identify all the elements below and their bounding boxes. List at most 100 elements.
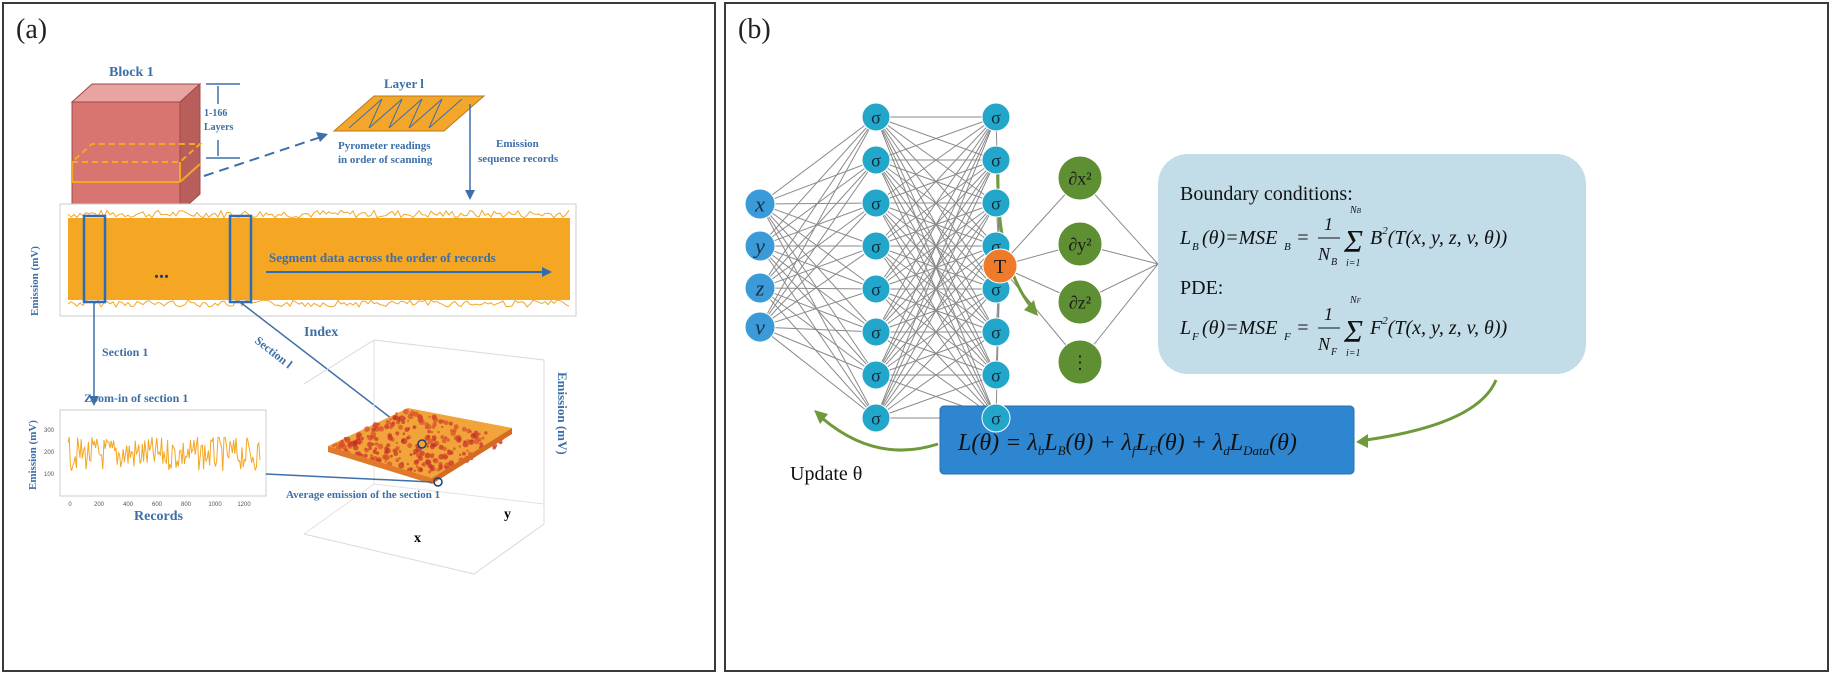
avg-label: Average emission of the section 1 [286, 489, 440, 501]
input-node-y: y [744, 230, 776, 262]
hidden1-node: σ [861, 317, 891, 347]
svg-text:Σ: Σ [1343, 313, 1363, 349]
svg-text:σ: σ [991, 107, 1001, 127]
surface-xlabel: x [414, 531, 421, 546]
total-loss-equation: L(θ) = λbLB(θ) + λfLF(θ) + λdLData(θ) [957, 430, 1297, 458]
emission-line2: sequence records [478, 153, 559, 165]
svg-text:v: v [755, 315, 765, 340]
pyro-line1: Pyrometer readings [338, 140, 431, 152]
hidden1-node: σ [861, 188, 891, 218]
svg-text:σ: σ [871, 279, 881, 299]
svg-text:(θ)=MSE: (θ)=MSE [1202, 317, 1278, 339]
zoom-signal [67, 436, 261, 472]
svg-text:F: F [1330, 347, 1338, 358]
svg-text:N: N [1317, 244, 1331, 264]
zoom-ytick: 300 [44, 428, 55, 434]
hidden1-node: σ [861, 403, 891, 433]
surface-zlabel: Emission (mV) [555, 372, 570, 455]
zoom-title: Zoom-in of section 1 [84, 391, 188, 405]
svg-text:B: B [1192, 241, 1199, 253]
svg-text:σ: σ [871, 236, 881, 256]
block-cube [69, 82, 203, 214]
svg-text:=: = [1296, 317, 1310, 339]
surface-ylabel: y [504, 507, 511, 522]
svg-text:σ: σ [871, 322, 881, 342]
svg-text:z: z [755, 276, 765, 301]
update-label: Update θ [790, 463, 862, 485]
layer-title: Layer l [384, 76, 424, 91]
hidden2-node: σ [981, 360, 1011, 390]
svg-text:σ: σ [991, 193, 1001, 213]
input-node-v: v [744, 311, 776, 343]
svg-text:σ: σ [871, 408, 881, 428]
zoom-xtick: 0 [68, 502, 72, 508]
neural-network-diagram: Boundary conditions: L B (θ)=MSE B = 1 N… [744, 102, 1586, 485]
panel-a-label: (a) [16, 14, 48, 45]
boundary-equation: L B (θ)=MSE B = 1 N B NB Σ i=1 B2(T(x, y… [1179, 205, 1507, 269]
zoom-xtick: 400 [123, 502, 134, 508]
svg-text:∂y²: ∂y² [1068, 234, 1091, 254]
main-ylabel: Emission (mV) [29, 246, 41, 316]
svg-text:B: B [1284, 241, 1291, 253]
emission-signal [68, 218, 570, 300]
zoom-ytick: 200 [44, 450, 55, 456]
svg-text:B: B [1331, 257, 1337, 268]
svg-text:L: L [1179, 317, 1191, 339]
hidden2-node: σ [981, 317, 1011, 347]
svg-text:σ: σ [991, 279, 1001, 299]
main-xlabel: Index [304, 325, 338, 340]
zoom-xtick: 800 [181, 502, 192, 508]
svg-text:σ: σ [871, 193, 881, 213]
hidden1-node: σ [861, 360, 891, 390]
derivative-node: ∂y² [1057, 221, 1103, 267]
block-title: Block 1 [109, 65, 154, 80]
svg-text:y: y [753, 234, 765, 259]
zoom-ylabel: Emission (mV) [27, 420, 39, 490]
zoom-xtick: 600 [152, 502, 163, 508]
zoom-xtick: 1000 [208, 502, 222, 508]
layers-range: 1-166 [204, 108, 227, 119]
panel-b-label: (b) [738, 14, 771, 45]
surface-plot [303, 339, 545, 575]
hidden1-node: σ [861, 102, 891, 132]
total-loss-box [939, 405, 1355, 475]
zoom-xtick: 200 [94, 502, 105, 508]
svg-text:i=1: i=1 [1346, 348, 1361, 359]
hidden1-node: σ [861, 145, 891, 175]
hidden1-node: σ [861, 231, 891, 261]
svg-text:T: T [994, 256, 1006, 278]
svg-text:∂z²: ∂z² [1069, 292, 1091, 312]
segment-label: Segment data across the order of records [269, 250, 496, 265]
svg-text:L(θ) = λbLB(θ) + λfLF(θ) + λdL: L(θ) = λbLB(θ) + λfLF(θ) + λdLData(θ) [957, 430, 1297, 458]
derivative-node: ⋮ [1057, 339, 1103, 385]
svg-text:N: N [1317, 334, 1331, 354]
input-node-z: z [744, 272, 776, 304]
derivative-node: ∂z² [1057, 279, 1103, 325]
pde-title: PDE: [1180, 277, 1223, 299]
pyro-line2: in order of scanning [338, 154, 433, 166]
zoom-xlabel: Records [134, 509, 184, 524]
svg-text:⋮: ⋮ [1071, 352, 1089, 372]
dots: ... [154, 261, 169, 283]
svg-text:(θ)=MSE: (θ)=MSE [1202, 227, 1278, 249]
panel-a: (a) Block 1 1-166 Layers Layer l Py [2, 2, 716, 672]
loss-terms-box [1158, 154, 1586, 374]
panel-a-diagram: Block 1 1-166 Layers Layer l Pyrometer r… [27, 65, 577, 575]
zoom-plot-frame [59, 409, 267, 497]
svg-text:σ: σ [871, 107, 881, 127]
svg-text:1: 1 [1324, 304, 1333, 324]
svg-text:σ: σ [991, 322, 1001, 342]
svg-text:∂x²: ∂x² [1068, 168, 1091, 188]
svg-text:F: F [1283, 331, 1291, 343]
boundary-title: Boundary conditions: [1180, 183, 1353, 205]
svg-text:L: L [1179, 227, 1191, 249]
hidden1-node: σ [861, 274, 891, 304]
pde-equation: L F (θ)=MSE F = 1 N F NF Σ i=1 F2(T(x, y… [1179, 295, 1507, 359]
svg-text:1: 1 [1324, 214, 1333, 234]
input-node-x: x [744, 188, 776, 220]
svg-text:x: x [754, 192, 765, 217]
svg-text:NF: NF [1349, 295, 1362, 306]
svg-text:σ: σ [871, 150, 881, 170]
hidden2-node: σ [981, 102, 1011, 132]
svg-text:NB: NB [1349, 205, 1362, 216]
